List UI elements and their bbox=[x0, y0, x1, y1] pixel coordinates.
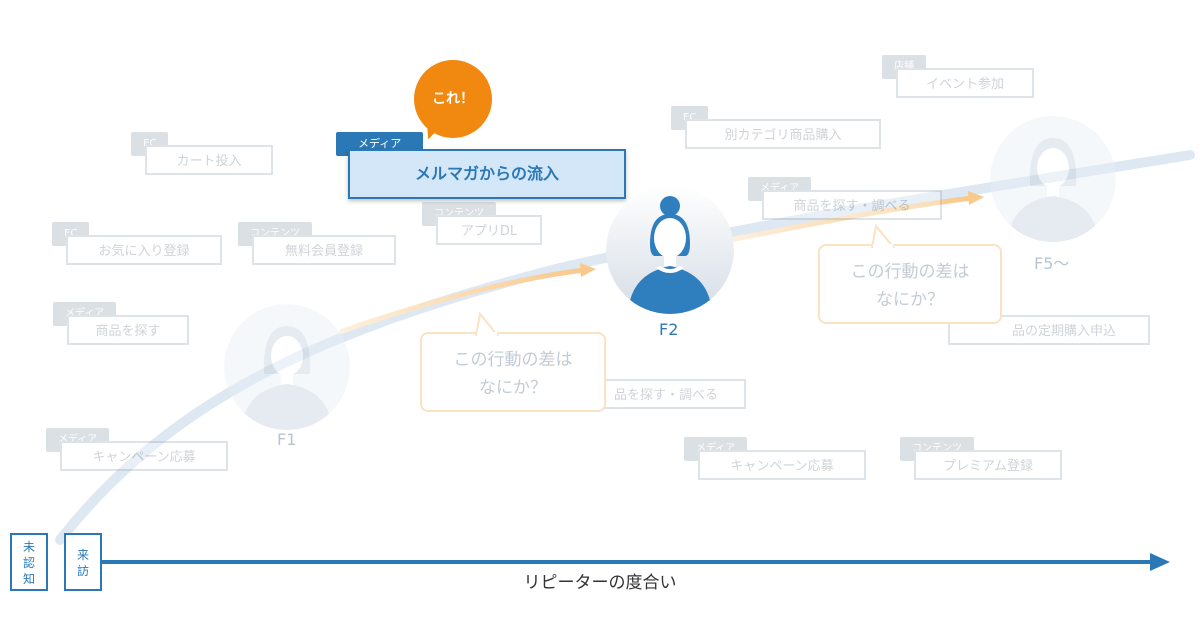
touchpoint-tag: コンテンツ bbox=[238, 222, 312, 246]
highlight-label: メルマガからの流入 bbox=[348, 149, 626, 199]
highlight-touchpoint: メディア メルマガからの流入 bbox=[336, 132, 628, 202]
persona-f5-avatar bbox=[990, 116, 1116, 242]
stage-char: 認 bbox=[22, 556, 35, 570]
woman-icon bbox=[990, 116, 1116, 242]
touchpoint-label: プレミアム登録 bbox=[914, 450, 1062, 480]
axis-label: リピーターの度合い bbox=[523, 573, 677, 593]
touchpoint-tag: メディア bbox=[46, 428, 110, 452]
callout-bubble: これ！ bbox=[414, 60, 492, 138]
woman-icon bbox=[224, 304, 350, 430]
axis-arrowhead bbox=[1150, 553, 1170, 571]
progress-arrow-2-head bbox=[968, 191, 984, 205]
touchpoint-tag: EC bbox=[131, 132, 169, 156]
question-line-2: なにか？ bbox=[479, 378, 547, 398]
woman-bun-icon bbox=[606, 186, 734, 314]
question-box-2-tail bbox=[870, 224, 896, 248]
touchpoint-label: お気に入り登録 bbox=[66, 235, 222, 265]
growth-curve bbox=[55, 150, 1195, 545]
persona-f1-avatar bbox=[224, 304, 350, 430]
stage-unaware: 未 認 知 bbox=[10, 533, 48, 591]
persona-f2-label: F2 bbox=[659, 320, 679, 339]
stage-visit: 来 訪 bbox=[64, 533, 102, 591]
touchpoint-label: 別カテゴリ商品購入 bbox=[685, 119, 881, 149]
touchpoint-label: 商品を探す・調べる bbox=[762, 190, 942, 220]
touchpoint-label: カート投入 bbox=[145, 145, 273, 175]
question-box-1: この行動の差は なにか？ bbox=[420, 312, 606, 412]
stage-char: 訪 bbox=[76, 564, 89, 578]
progress-arrow-2 bbox=[729, 195, 973, 243]
touchpoint-tag: メディア bbox=[748, 177, 812, 201]
touchpoint-label: イベント参加 bbox=[896, 68, 1034, 98]
stage-char: 知 bbox=[22, 572, 35, 586]
question-line-2: なにか？ bbox=[876, 290, 944, 310]
touchpoint-tag: コンテンツ bbox=[422, 202, 496, 226]
question-box-1-tail bbox=[474, 312, 500, 336]
touchpoint-label: アプリDL bbox=[436, 215, 542, 245]
touchpoint-label: キャンペーン応募 bbox=[698, 450, 866, 480]
touchpoint-tag: メディア bbox=[53, 302, 117, 326]
stage-char: 未 bbox=[22, 540, 35, 554]
question-line-1: この行動の差は bbox=[850, 262, 970, 282]
touchpoint-tag: EC bbox=[52, 222, 90, 246]
persona-f1-label: F1 bbox=[277, 430, 297, 449]
persona-f5-label: F5～ bbox=[1034, 254, 1070, 273]
progress-arrow-1-head bbox=[580, 263, 596, 277]
touchpoint-label: 商品を探す bbox=[67, 315, 189, 345]
persona-f2-avatar bbox=[606, 186, 734, 314]
touchpoint-tag: EC bbox=[671, 106, 709, 130]
touchpoint-tag: メディア bbox=[684, 437, 748, 461]
touchpoint-label: キャンペーン応募 bbox=[60, 441, 228, 471]
question-box-2: この行動の差は なにか？ bbox=[818, 224, 1002, 324]
question-line-1: この行動の差は bbox=[453, 350, 573, 370]
stage-char: 来 bbox=[76, 548, 89, 562]
touchpoint-tag: コンテンツ bbox=[900, 437, 974, 461]
touchpoint-tag: 店舗 bbox=[882, 55, 926, 79]
progress-arrow-1 bbox=[339, 267, 585, 335]
touchpoint-label: 無料会員登録 bbox=[252, 235, 396, 265]
